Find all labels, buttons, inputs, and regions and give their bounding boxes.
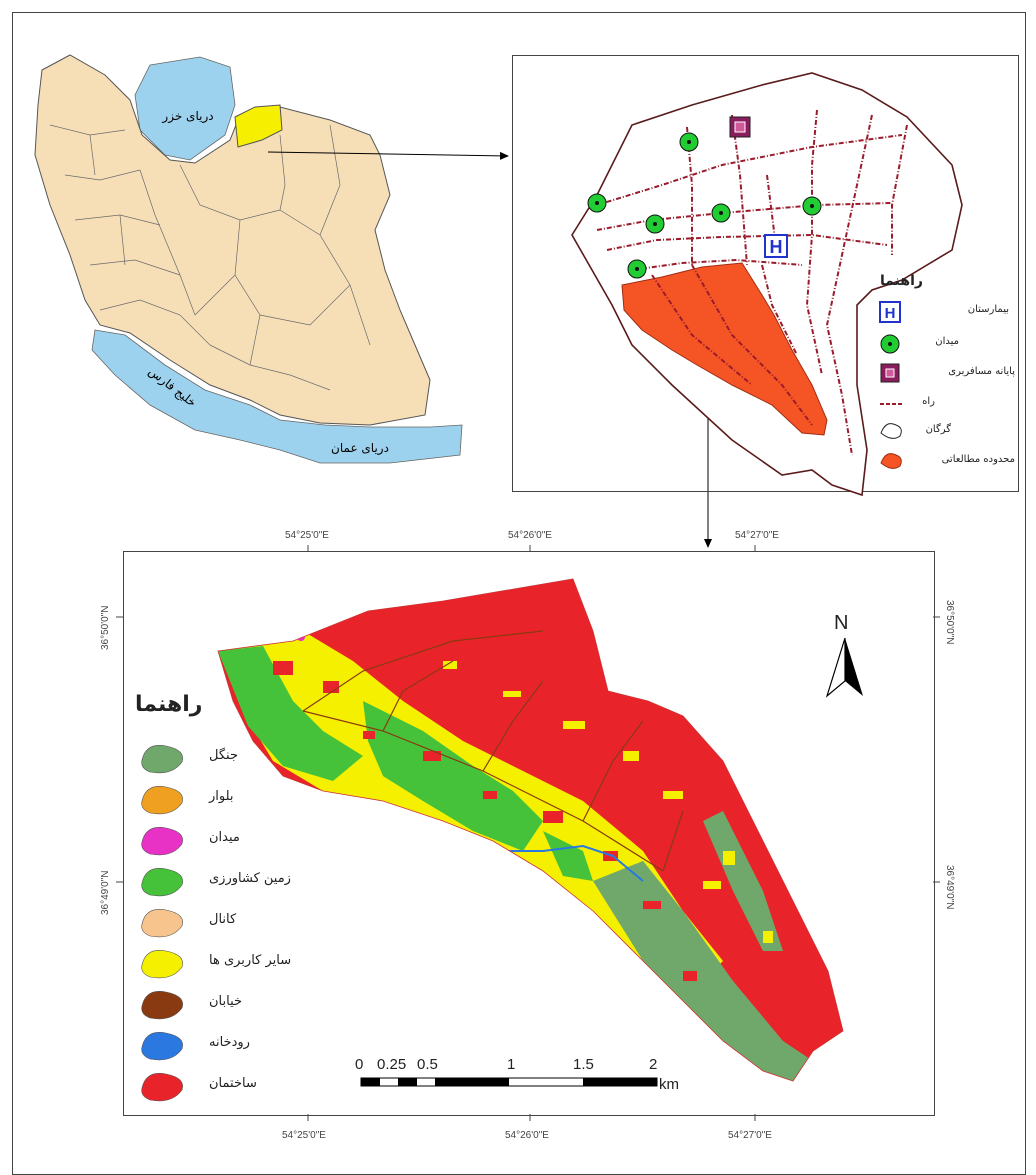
north-arrow-icon [825,637,863,698]
main-legend-label: بلوار [209,789,234,804]
main-legend-label: سایر کاربری ها [209,953,292,968]
city-legend-label: محدوده مطالعاتی [941,454,1015,465]
main-legend-label: ساختمان [209,1076,257,1091]
persian-gulf [91,329,463,464]
svg-text:H: H [885,305,896,322]
city-outline [571,72,963,497]
legend-swatch-street [141,991,183,1020]
square-icon [880,334,900,354]
study-area-icon [880,453,902,469]
scale-tick-label: 0 [355,1056,364,1073]
city-legend-label: گرگان [925,424,951,435]
top-coord-label: 54°26'0"E [508,530,552,541]
scale-unit: km [659,1076,679,1093]
city-legend-label: راه [922,396,935,407]
main-map-frame [123,551,935,1116]
terminal-icon [880,363,900,383]
bottom-coord-label: 54°26'0"E [505,1130,549,1141]
city-legend-label: بیمارستان [967,304,1009,315]
golestan-province [234,104,283,148]
city-legend-symbols: H [879,301,902,469]
main-legend-label: جنگل [209,748,238,763]
scale-tick-label: 0.25 [377,1056,407,1073]
legend-swatch-forest [141,745,183,774]
north-label: N [834,612,849,634]
main-legend-label: میدان [209,830,240,845]
legend-swatch-other [141,950,183,979]
bottom-coord-label: 54°25'0"E [282,1130,326,1141]
top-coord-label: 54°25'0"E [285,530,329,541]
legend-swatch-agriculture [141,868,183,897]
svg-text:H: H [770,237,783,257]
city-map: H [571,72,963,497]
iran-land [34,54,431,426]
scale-tick-label: 2 [649,1056,658,1073]
main-legend-label: زمین کشاورزی [209,871,291,886]
city-map-frame [512,55,1019,492]
legend-swatch-canal [141,909,183,938]
caspian-sea [134,56,236,161]
caspian-label: دریای خزر [161,109,213,124]
legend-swatch-boulevard [141,786,183,815]
legend-swatch-building [141,1073,183,1102]
main-legend-label: خیابان [209,994,243,1009]
oman-sea-label: دریای عمان [331,441,389,456]
legend-swatch-river [141,1032,183,1061]
terminal-marker [729,116,751,138]
scale-tick-label: 1 [507,1056,516,1073]
main-legend-label: کانال [209,912,237,927]
city-outline-icon [880,423,902,439]
top-coord-label: 54°27'0"E [735,530,779,541]
city-legend-label: میدان [935,336,959,347]
main-legend-label: رودخانه [209,1035,250,1050]
main-legend-title: راهنما [135,692,203,717]
hospital-marker: H [764,234,788,258]
main-legend-swatches [141,745,183,1102]
legend-swatch-square [141,827,183,856]
iran-map: دریای خزر خلیج فارس دریای عمان [34,54,463,464]
land-use-map [217,578,844,1082]
city-legend-title: راهنما [880,273,923,289]
hospital-icon: H [879,301,901,323]
bottom-coord-label: 54°27'0"E [728,1130,772,1141]
scale-tick-label: 0.5 [417,1056,438,1073]
scale-bar: 0 0.25 0.5 1 1.5 2 km [355,1056,679,1096]
scale-tick-label: 1.5 [573,1056,594,1073]
city-legend-label: پایانه مسافربری [948,366,1015,377]
